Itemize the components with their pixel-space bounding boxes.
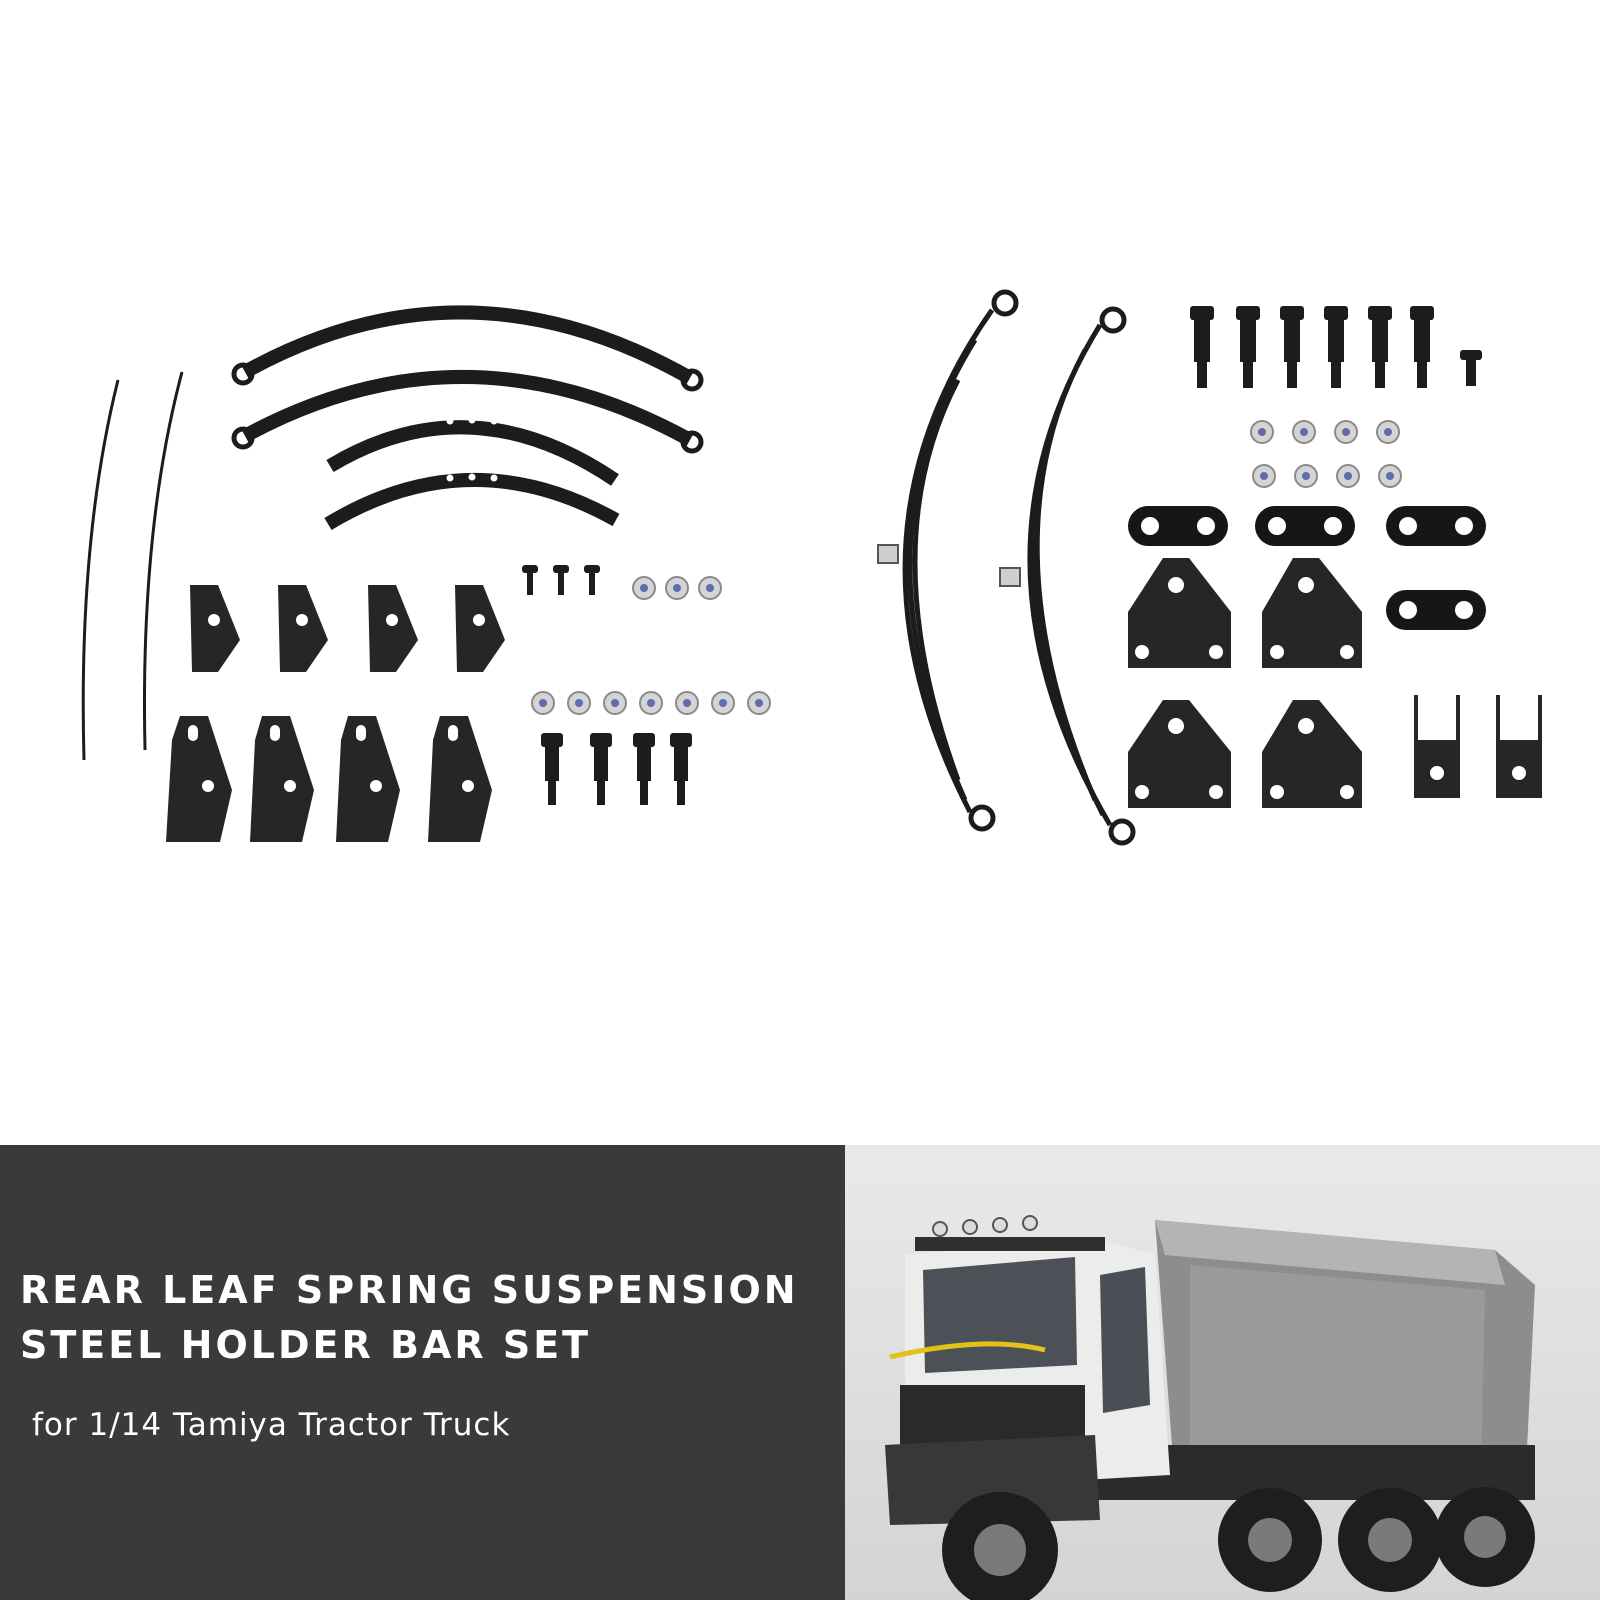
hanger-bracket <box>1128 558 1362 808</box>
shoulder-bolt <box>1190 306 1482 388</box>
leaf-holes <box>436 292 498 482</box>
leaf-spring-pack <box>1027 306 1136 846</box>
shoulder-bolt <box>541 733 692 805</box>
u-bracket <box>1414 695 1542 798</box>
lock-nut <box>531 576 771 715</box>
large-shackle-bracket <box>166 716 492 842</box>
product-title-line-1: REAR LEAF SPRING SUSPENSION <box>20 1268 799 1312</box>
thin-leaf-spring <box>142 371 184 751</box>
leaf-spring-pack <box>902 289 1019 832</box>
center-bolt <box>999 567 1021 587</box>
center-bolt <box>877 544 899 564</box>
product-title-line-2: STEEL HOLDER BAR SET <box>20 1323 592 1367</box>
product-parts-photo <box>81 289 1542 846</box>
parts-illustration <box>81 289 1542 846</box>
short-leaf-spring <box>324 473 620 530</box>
windshield <box>923 1257 1077 1373</box>
wheel <box>942 1487 1535 1600</box>
dump-truck-image <box>885 1215 1535 1600</box>
lock-nut <box>1250 420 1402 488</box>
small-shackle-bracket <box>190 585 505 672</box>
product-subtitle: for 1/14 Tamiya Tractor Truck <box>32 1407 511 1443</box>
main-leaf-spring <box>231 370 704 454</box>
small-screw <box>522 565 600 595</box>
title-panel: REAR LEAF SPRING SUSPENSION STEEL HOLDER… <box>0 1145 845 1600</box>
product-banner: REAR LEAF SPRING SUSPENSION STEEL HOLDER… <box>0 1145 1600 1600</box>
shackle-plate <box>1128 506 1486 630</box>
thin-leaf-spring <box>81 379 120 761</box>
main-leaf-spring <box>231 305 704 392</box>
truck-photo <box>845 1145 1600 1600</box>
short-leaf-spring <box>326 420 619 486</box>
